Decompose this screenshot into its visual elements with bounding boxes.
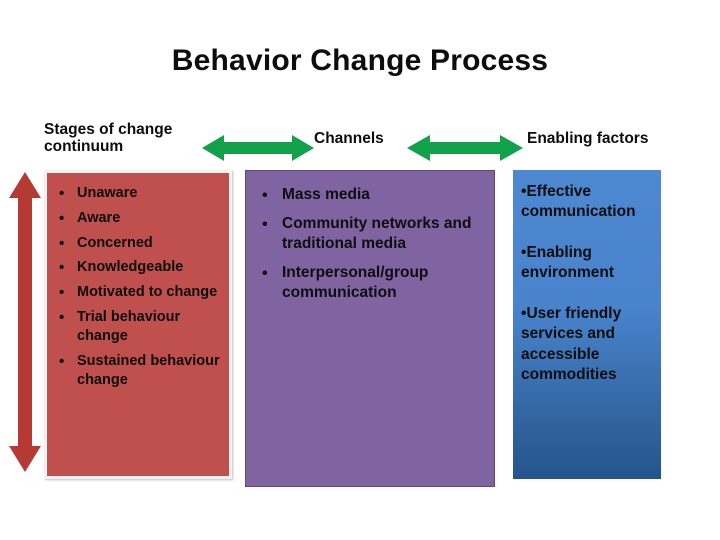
list-item: Aware [59, 209, 221, 229]
list-item: Knowledgeable [59, 258, 221, 278]
list-item: Enabling environment [521, 243, 655, 284]
panel-channels: Mass media Community networks and tradit… [245, 170, 495, 487]
channels-list: Mass media Community networks and tradit… [246, 185, 494, 304]
double-arrow-icon [202, 133, 314, 163]
list-item: Unaware [59, 184, 221, 204]
list-item: Concerned [59, 234, 221, 254]
column-header-channels: Channels [314, 130, 384, 147]
double-arrow-icon [407, 133, 523, 163]
list-item: Community networks and traditional media [262, 214, 486, 255]
page-title: Behavior Change Process [171, 44, 549, 77]
enabling-factors-list: Effective communication Enabling environ… [513, 170, 661, 386]
stages-list: Unaware Aware Concerned Knowledgeable Mo… [47, 184, 229, 391]
list-item: Effective communication [521, 182, 655, 223]
panel-stages-of-change: Unaware Aware Concerned Knowledgeable Mo… [44, 170, 232, 479]
list-item: Motivated to change [59, 283, 221, 303]
list-item: Sustained behaviour change [59, 352, 221, 391]
list-item: Interpersonal/group communication [262, 263, 486, 304]
list-item: Mass media [262, 185, 486, 206]
column-header-enabling-factors: Enabling factors [527, 130, 649, 147]
list-item: User friendly services and accessible co… [521, 304, 655, 386]
panel-enabling-factors: Effective communication Enabling environ… [513, 170, 661, 479]
column-header-stages: Stages of change continuum [44, 121, 173, 156]
vertical-double-arrow-icon [8, 172, 42, 472]
list-item: Trial behaviour change [59, 308, 221, 347]
